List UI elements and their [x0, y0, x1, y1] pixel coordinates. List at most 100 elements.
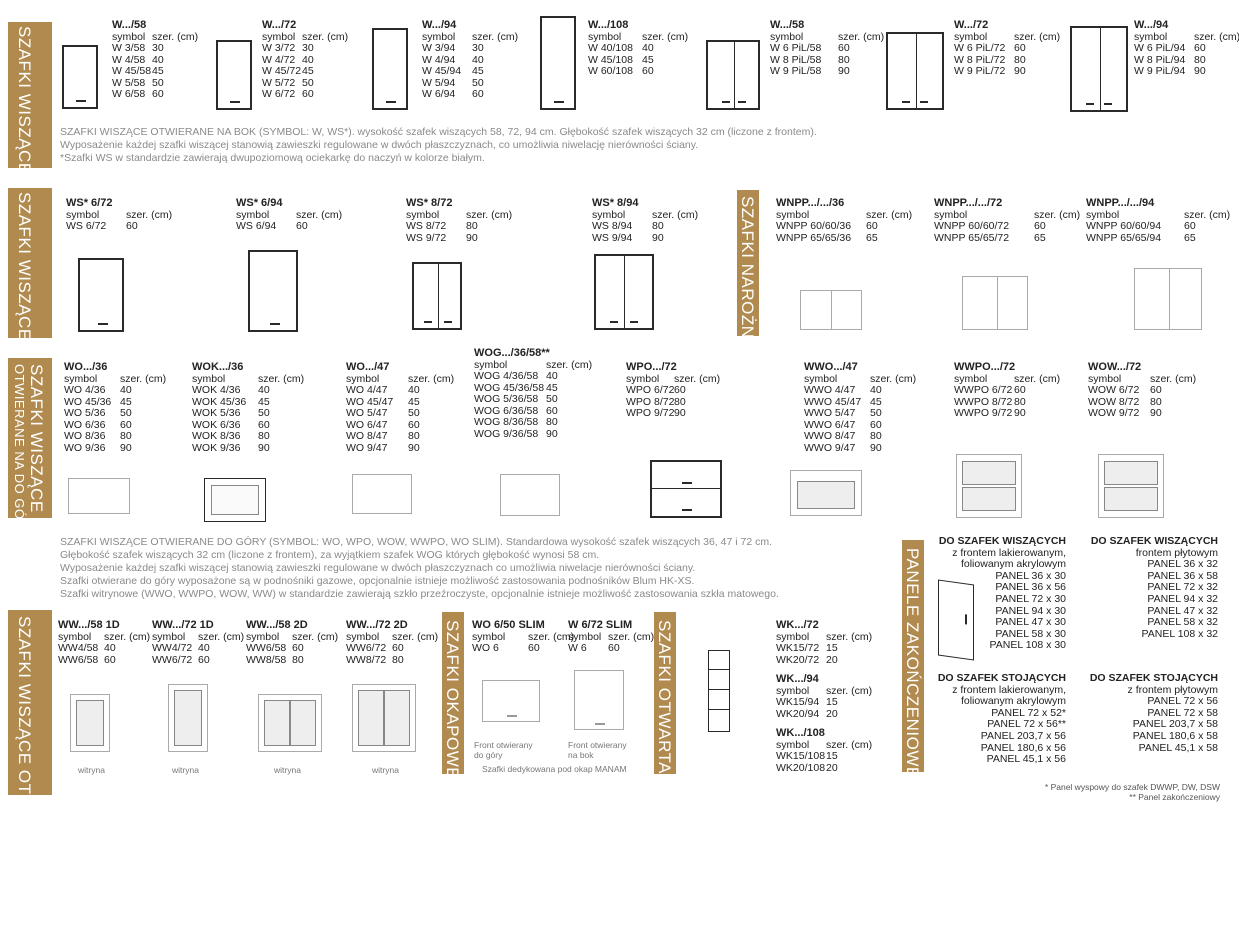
col-width: szer. (cm): [866, 208, 913, 221]
panel-item: PANEL 108 x 32: [1141, 627, 1218, 640]
spec-title: WS* 6/72: [66, 197, 113, 209]
corner-cabinet-drawing: [1134, 268, 1202, 330]
cabinet-drawing: [168, 684, 208, 752]
spec-symbol: WO 45/36: [64, 395, 112, 408]
panel-sub: foliowanym akrylowym: [960, 695, 1066, 708]
section-band-3: [737, 190, 759, 336]
spec-width: 80: [652, 220, 664, 232]
spec-width: 80: [838, 53, 850, 66]
col-symbol: symbol: [568, 630, 602, 643]
spec-row: WNPP 65/65/72 65: [934, 231, 1080, 245]
spec-symbol: W 5/72: [262, 76, 296, 89]
spec-title: WWO.../47: [804, 361, 858, 373]
col-symbol: symbol: [626, 372, 660, 385]
col-symbol: symbol: [236, 208, 270, 221]
panel-item: PANEL 36 x 32: [1147, 558, 1218, 571]
cabinet-drawing: [412, 262, 462, 330]
spec-title: WOW.../72: [1088, 361, 1142, 373]
spec-symbol: WNPP 65/65/72: [934, 231, 1010, 244]
col-width: szer. (cm): [826, 738, 873, 751]
col-width: szer. (cm): [1014, 30, 1061, 43]
col-symbol: symbol: [954, 30, 988, 43]
spec-width: 90: [1014, 407, 1026, 419]
panel-sub: foliowanym akrylowym: [960, 558, 1066, 571]
cabinet-drawing: [372, 28, 408, 110]
col-width: szer. (cm): [652, 208, 699, 221]
section-band-1: [8, 22, 52, 168]
spec-symbol: W 4/58: [112, 53, 146, 66]
spec-width: 15: [826, 642, 838, 654]
panel-item: PANEL 45,1 x 58: [1138, 741, 1218, 754]
spec-width: 90: [466, 231, 478, 244]
spec-width: 20: [826, 653, 838, 666]
spec-symbol: WOK 8/36: [192, 430, 241, 442]
spec-symbol: W 6 PiL/72: [954, 42, 1006, 54]
section-label-4b: OTWIERANE NA DO GÓRY: [12, 364, 27, 539]
cabinet-drawing: [204, 478, 266, 522]
spec-title: WK.../108: [776, 727, 825, 739]
spec-symbol: W 6/94: [422, 88, 456, 100]
spec-width: 90: [408, 441, 420, 454]
spec-title: WW.../58 2D: [246, 619, 308, 631]
cabinet-drawing: [886, 32, 944, 110]
spec-title: WNPP.../.../36: [776, 197, 845, 209]
section-band-6: [442, 612, 464, 774]
spec-symbol: WW6/58: [246, 642, 287, 654]
spec-title: WK.../94: [776, 673, 819, 685]
spec-row: W 8 PiL/58 80: [770, 53, 884, 67]
spec-width: 40: [120, 384, 132, 396]
cabinet-drawing: [258, 694, 322, 752]
section-label-7: SZAFKI OTWARTA: [655, 620, 674, 775]
spec-symbol: WS 8/94: [592, 220, 633, 232]
spec-symbol: W 45/108: [588, 53, 633, 66]
spec-header: symbol szer. (cm): [568, 630, 655, 644]
col-width: szer. (cm): [870, 372, 917, 385]
cabinet-drawing: [68, 478, 130, 514]
spec-symbol: W 45/94: [422, 65, 462, 77]
spec-symbol: WNPP 60/60/72: [934, 220, 1010, 232]
spec-width: 15: [826, 750, 838, 762]
note-line: *Szafki WS w standardzie zawierają dwupo…: [60, 152, 485, 164]
spec-title: W.../72: [262, 19, 297, 31]
col-symbol: symbol: [588, 30, 622, 43]
spec-width: 60: [296, 220, 308, 232]
col-width: szer. (cm): [608, 630, 655, 643]
spec-symbol: WOW 9/72: [1088, 407, 1140, 419]
cabinet-drawing: [500, 474, 560, 516]
col-width: szer. (cm): [126, 208, 173, 221]
spec-width: 65: [1034, 231, 1046, 244]
spec-width: 40: [198, 642, 210, 654]
spec-width: 45: [408, 395, 420, 408]
spec-symbol: W 8 PiL/58: [770, 53, 822, 66]
panel-item: PANEL 47 x 32: [1147, 604, 1218, 617]
spec-symbol: WWO 8/47: [804, 430, 856, 442]
col-width: szer. (cm): [258, 372, 305, 385]
spec-width: 60: [104, 653, 116, 666]
col-width: szer. (cm): [152, 30, 199, 43]
note-line: Szafki otwierane do góry wyposażone są w…: [60, 575, 695, 587]
